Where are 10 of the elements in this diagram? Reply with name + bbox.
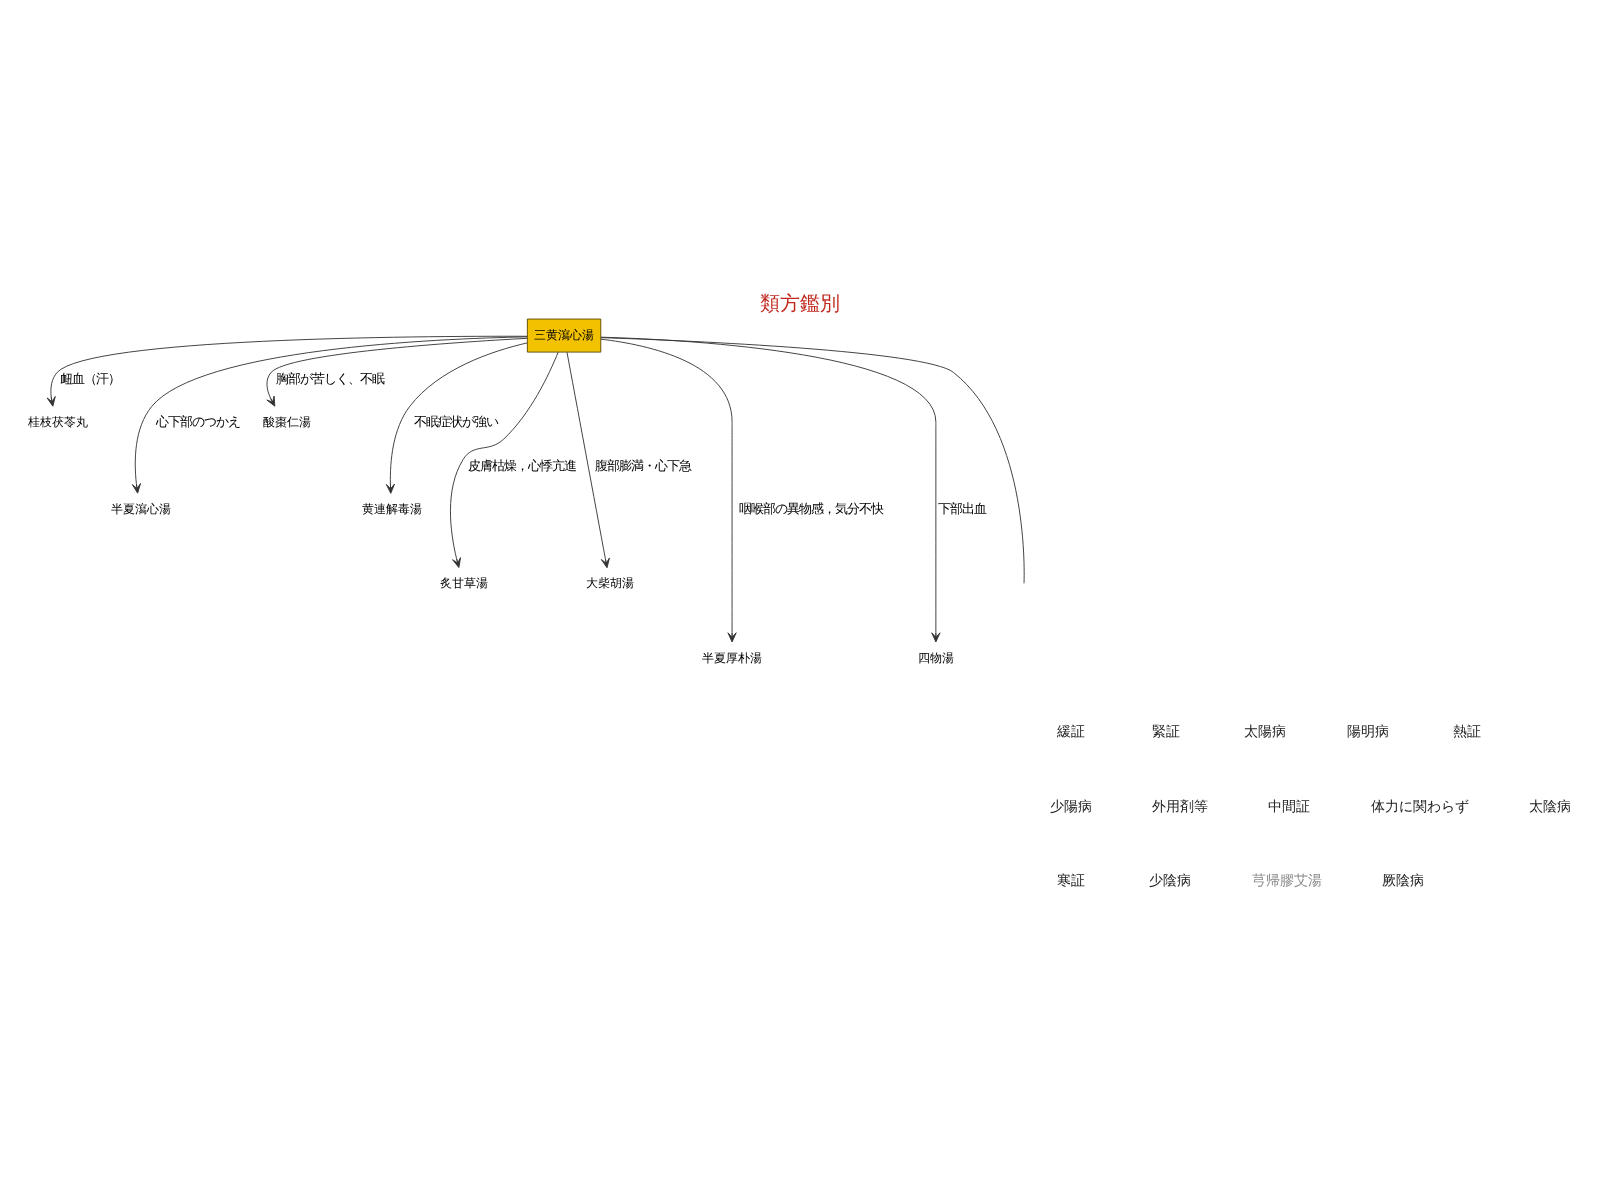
arrow bbox=[450, 350, 559, 567]
diagram-title: 類方鑑別 bbox=[760, 292, 840, 315]
arrow bbox=[46, 334, 528, 406]
arrow bbox=[600, 337, 737, 642]
connector bbox=[600, 336, 1025, 583]
arrow bbox=[131, 335, 528, 493]
arrow bbox=[266, 336, 528, 406]
arrow bbox=[385, 341, 528, 493]
arrow bbox=[566, 350, 610, 568]
arrow bbox=[600, 335, 941, 642]
